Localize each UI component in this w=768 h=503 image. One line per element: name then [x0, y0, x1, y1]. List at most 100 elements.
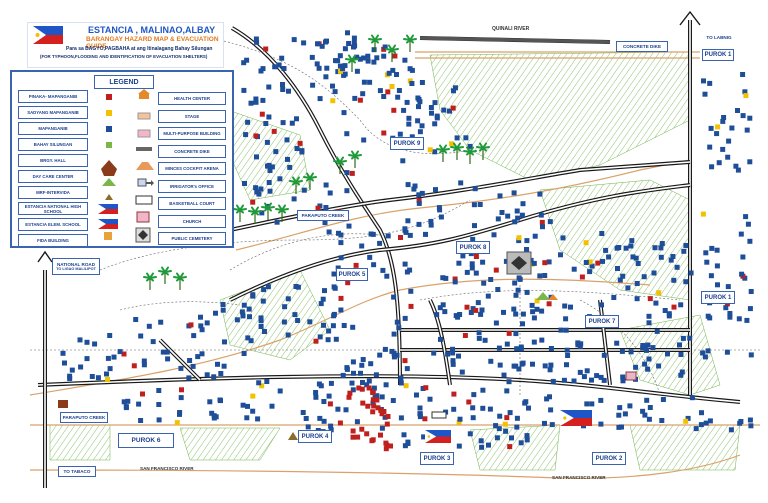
house-marker-348: [519, 212, 525, 218]
house-marker-274: [394, 352, 400, 358]
house-marker-309: [398, 375, 404, 381]
house-marker-533: [625, 285, 631, 291]
house-marker-334: [505, 213, 511, 219]
slope-area-6: [469, 424, 561, 471]
house-marker-451: [506, 330, 512, 336]
house-marker-662: [417, 414, 423, 420]
house-marker-181: [265, 284, 271, 290]
house-marker-744: [733, 163, 739, 169]
house-marker-782: [177, 410, 183, 415]
house-marker-322: [377, 240, 383, 246]
house-marker-694: [703, 250, 709, 256]
slope-hatching: [49, 51, 741, 471]
house-marker-241: [188, 322, 194, 328]
house-marker-417: [534, 306, 540, 312]
house-marker-737: [735, 167, 741, 173]
house-marker-30: [241, 60, 247, 66]
slope-area-2: [227, 109, 311, 201]
house-marker-742: [709, 164, 715, 170]
house-marker-61: [273, 149, 279, 155]
house-marker-474: [475, 300, 481, 306]
house-marker-87: [395, 94, 401, 100]
house-marker-655: [479, 444, 485, 450]
house-marker-543: [645, 366, 651, 372]
house-marker-142: [463, 135, 469, 141]
house-marker-704: [725, 284, 731, 290]
slope-area-3: [219, 269, 331, 361]
house-marker-498: [620, 273, 626, 279]
house-marker-487: [595, 260, 601, 266]
house-marker-716: [700, 211, 706, 217]
house-marker-65: [299, 149, 305, 155]
house-marker-120: [335, 58, 341, 64]
house-marker-623: [502, 421, 508, 427]
house-marker-515: [647, 296, 653, 302]
house-marker-736: [716, 160, 722, 166]
house-marker-282: [385, 233, 391, 239]
house-marker-4: [351, 40, 357, 46]
house-marker-137: [434, 115, 440, 121]
house-marker-72: [289, 120, 295, 126]
house-marker-89: [344, 131, 350, 137]
house-marker-570: [642, 344, 648, 350]
national-road-label: NATIONAL ROAD TO LIGAO MALILIPOT: [52, 258, 100, 275]
house-marker-388: [503, 258, 509, 264]
house-marker-69: [263, 121, 269, 126]
house-marker-106: [381, 53, 387, 59]
palm-tree-icon-6: [261, 202, 275, 220]
house-marker-414: [530, 309, 536, 315]
house-marker-727: [739, 271, 745, 277]
house-marker-147: [406, 121, 412, 127]
legend-flag-triangle-2: [98, 219, 106, 229]
house-marker-10: [354, 54, 360, 60]
legend-left-item-4: BRGY. HALL: [18, 154, 88, 167]
house-marker-126: [432, 121, 438, 127]
house-marker-667: [685, 415, 691, 421]
house-marker-179: [258, 186, 264, 192]
house-marker-300: [402, 358, 408, 364]
house-marker-370: [405, 182, 411, 188]
legend-right-item-6: BASKETBALL COURT: [158, 197, 226, 210]
house-marker-13: [371, 59, 377, 65]
house-marker-765: [240, 402, 246, 408]
house-marker-316: [402, 261, 408, 267]
house-marker-478: [438, 336, 443, 342]
house-marker-366: [438, 214, 444, 220]
house-marker-367: [537, 191, 543, 197]
house-marker-218: [141, 358, 147, 364]
house-marker-636: [420, 386, 426, 391]
house-marker-545: [564, 362, 569, 368]
house-marker-684: [647, 405, 653, 410]
house-marker-720: [744, 317, 750, 323]
house-marker-763: [269, 403, 275, 409]
house-marker-283: [333, 336, 339, 342]
house-marker-208: [285, 296, 291, 302]
road-inner-0: [37, 375, 741, 403]
house-marker-480: [558, 327, 564, 333]
brgy-hall-icon: [58, 400, 68, 408]
house-marker-36: [352, 95, 358, 101]
house-marker-344: [472, 186, 478, 192]
house-marker-14: [253, 99, 259, 105]
house-marker-469: [577, 369, 583, 375]
house-marker-476: [542, 363, 548, 369]
house-marker-246: [133, 317, 139, 322]
house-marker-158: [250, 199, 256, 205]
stage-diamond-icon: [511, 256, 527, 270]
house-marker-151: [427, 147, 433, 153]
house-marker-644: [401, 432, 407, 438]
house-marker-253: [84, 356, 90, 362]
house-marker-699: [743, 214, 749, 220]
house-marker-100: [409, 67, 415, 73]
house-marker-15: [390, 67, 396, 73]
house-marker-585: [390, 398, 396, 403]
house-marker-306: [394, 319, 400, 325]
house-marker-51: [291, 37, 297, 43]
house-marker-79: [253, 133, 259, 139]
house-marker-362: [416, 198, 422, 203]
house-marker-808: [375, 405, 381, 411]
house-marker-555: [581, 374, 587, 380]
house-marker-221: [220, 302, 226, 307]
house-marker-78: [294, 116, 299, 122]
house-marker-826: [384, 442, 390, 448]
